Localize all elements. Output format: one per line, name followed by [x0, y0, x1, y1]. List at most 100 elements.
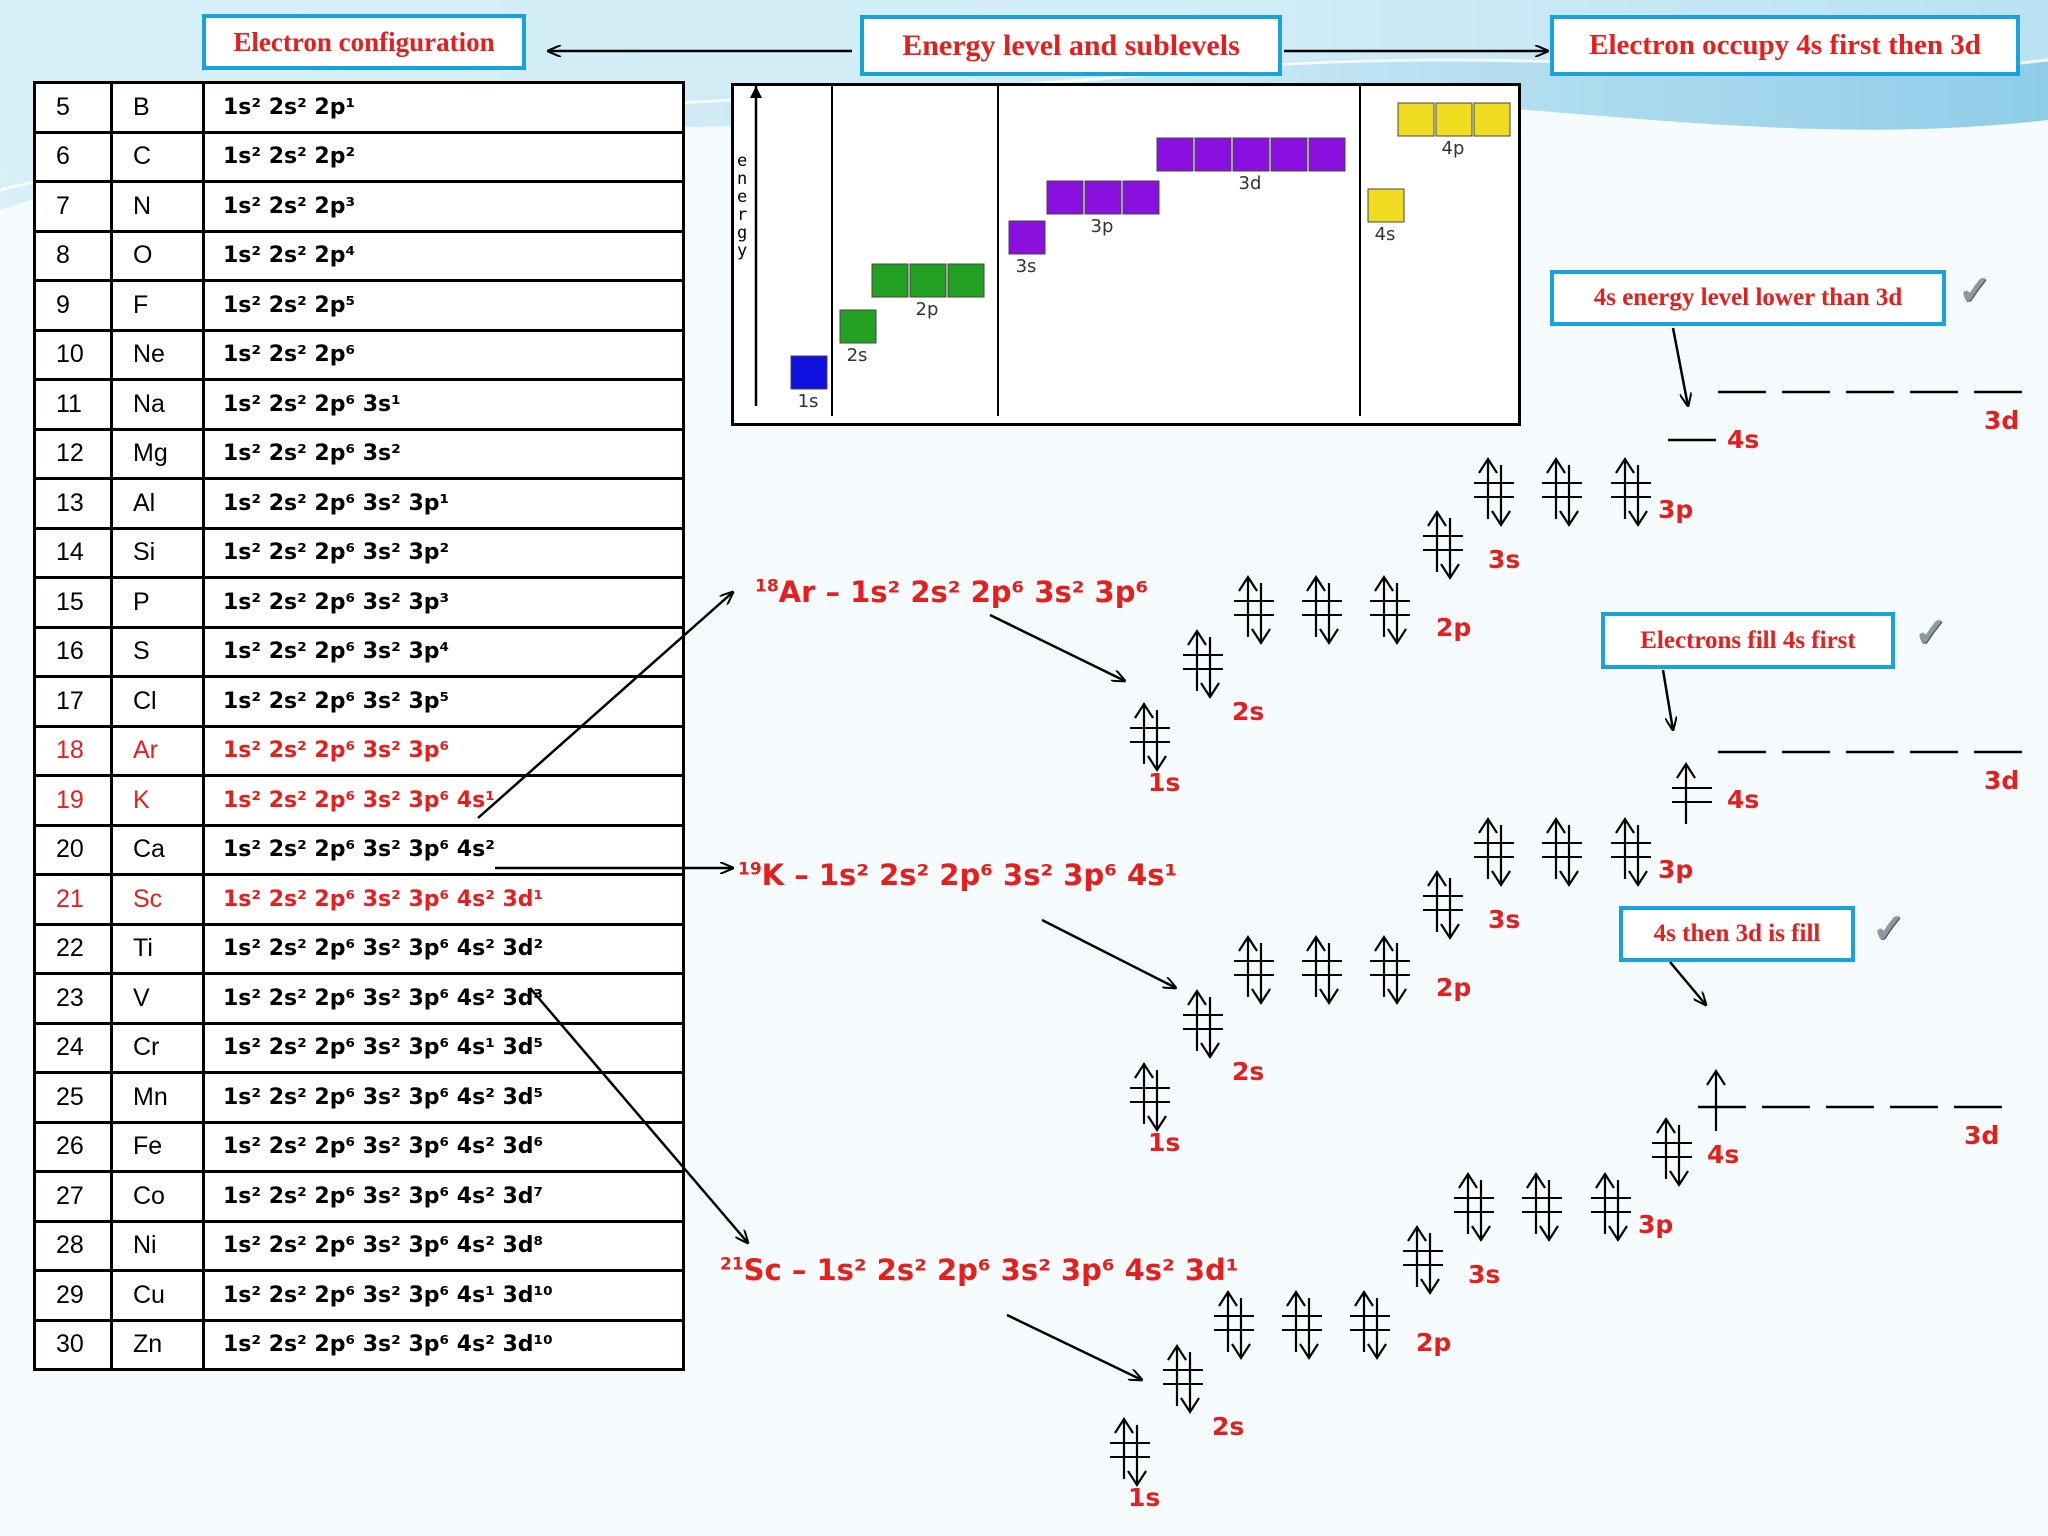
header-energy-text: Energy level and sublevels [902, 28, 1240, 62]
element-number: 20 [33, 823, 113, 876]
orbital-box [909, 263, 947, 298]
element-number: 7 [33, 180, 113, 233]
element-symbol: Ni [110, 1219, 205, 1272]
spin-down-head [1319, 628, 1339, 646]
element-configuration: 1s² 2s² 2p⁶ 3s² 3p⁶ 4s² 3d¹⁰ [202, 1318, 685, 1371]
element-configuration: 1s² 2s² 2p⁶ 3s² 3p⁶ 4s² 3d⁶ [202, 1120, 685, 1173]
arrow-k-diagram [1041, 918, 1176, 988]
spin-up-head [1238, 574, 1258, 592]
header-electron-occupy: Electron occupy 4s first then 3d [1550, 15, 2020, 76]
spin-down-head [1319, 988, 1339, 1006]
orbital-label-3p: 3p [1638, 1210, 1674, 1239]
sublevel-label: 4p [1442, 138, 1465, 159]
spin-down-head [1440, 923, 1460, 941]
formula-k-z: 19 [738, 859, 762, 880]
check-icon: ✓ [1958, 269, 1992, 313]
element-configuration: 1s² 2s² 2p⁶ 3s² 3p⁶ 4s² 3d⁷ [202, 1170, 685, 1223]
orbital-label-2s: 2s [1212, 1412, 1245, 1441]
spin-up-head [1706, 1068, 1726, 1086]
element-symbol: Cr [110, 1021, 205, 1074]
header-occupy-text: Electron occupy 4s first then 3d [1589, 29, 1981, 61]
element-number: 18 [33, 724, 113, 777]
spin-down-head [1420, 1278, 1440, 1296]
spin-down-head [1628, 870, 1648, 888]
formula-sc-z: 21 [720, 1254, 744, 1275]
spin-down-head [1200, 682, 1220, 700]
element-number: 24 [33, 1021, 113, 1074]
element-symbol: B [110, 81, 205, 134]
spin-down-head [1669, 1170, 1689, 1188]
arrow-ar-diagram [989, 613, 1125, 681]
spin-down-head [1559, 510, 1579, 528]
element-number: 29 [33, 1269, 113, 1322]
orbital-label-3d: 3d [1984, 766, 2020, 795]
spin-up-head [1286, 1289, 1306, 1307]
element-symbol: Si [110, 526, 205, 579]
orbital-label-2s: 2s [1232, 1057, 1265, 1086]
spin-up-head [1615, 456, 1635, 474]
orbital-box [1084, 180, 1122, 215]
element-configuration: 1s² 2s² 2p³ [202, 180, 685, 233]
orbital-label-3s: 3s [1488, 905, 1521, 934]
note-4s-lower: 4s energy level lower than 3d [1550, 270, 1946, 326]
note-4s-then-3d-text: 4s then 3d is fill [1653, 920, 1821, 947]
orbital-label-3p: 3p [1658, 855, 1694, 884]
orbital-box [839, 309, 877, 344]
element-symbol: Al [110, 477, 205, 530]
spin-up-head [1615, 816, 1635, 834]
sublevel-label: 3s [1016, 256, 1037, 277]
spin-up-head [1114, 1416, 1134, 1434]
sublevel-label: 3p [1091, 216, 1114, 237]
element-configuration: 1s² 2s² 2p⁶ 3s² 3p⁶ [202, 724, 685, 777]
orbital-box [871, 263, 909, 298]
element-symbol: P [110, 576, 205, 629]
sublevel-label: 1s [798, 391, 819, 412]
element-configuration: 1s² 2s² 2p⁶ 3s² 3p⁵ [202, 675, 685, 728]
orbital-box [1473, 102, 1511, 137]
orbital-label-2s: 2s [1232, 697, 1265, 726]
element-number: 9 [33, 279, 113, 332]
spin-up-head [1478, 456, 1498, 474]
spin-up-head [1218, 1289, 1238, 1307]
element-number: 26 [33, 1120, 113, 1173]
orbital-box [1008, 220, 1046, 255]
arrow-note-then [1669, 961, 1706, 1005]
spin-down-head [1367, 1343, 1387, 1361]
spin-up-head [1134, 1061, 1154, 1079]
spin-down-head [1491, 870, 1511, 888]
orbital-box [1435, 102, 1473, 137]
element-configuration: 1s² 2s² 2p⁶ 3s² 3p¹ [202, 477, 685, 530]
spin-up-head [1354, 1289, 1374, 1307]
spin-down-head [1387, 628, 1407, 646]
element-number: 27 [33, 1170, 113, 1223]
element-symbol: Na [110, 378, 205, 431]
orbital-box [1046, 180, 1084, 215]
element-configuration: 1s² 2s² 2p⁶ 3s² 3p⁶ 4s² 3d³ [202, 972, 685, 1025]
note-4s-then-3d: 4s then 3d is fill [1619, 906, 1855, 962]
element-configuration: 1s² 2s² 2p⁶ 3s² 3p⁶ 4s¹ 3d⁵ [202, 1021, 685, 1074]
element-configuration: 1s² 2s² 2p⁶ 3s² 3p⁶ 4s¹ [202, 774, 685, 827]
spin-up-head [1526, 1171, 1546, 1189]
spin-up-head [1676, 761, 1696, 779]
header-electron-configuration: Electron configuration [202, 14, 526, 70]
orbital-label-2p: 2p [1416, 1328, 1452, 1357]
spin-up-head [1306, 574, 1326, 592]
spin-down-head [1559, 870, 1579, 888]
element-number: 5 [33, 81, 113, 134]
